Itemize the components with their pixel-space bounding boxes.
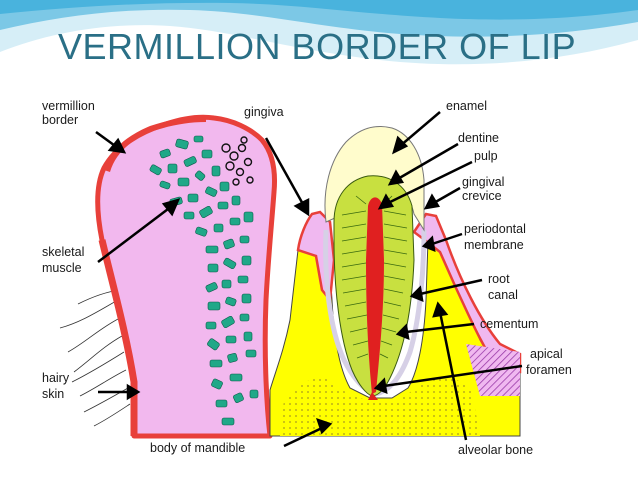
- label-apical-foramen-1: apical: [530, 347, 563, 361]
- label-enamel: enamel: [446, 99, 487, 113]
- label-gingival-crevice-1: gingival: [462, 175, 504, 189]
- label-skeletal-muscle-2: muscle: [42, 261, 82, 275]
- skeletal-muscle-fibres: [149, 135, 259, 426]
- label-skeletal-muscle-1: skeletal: [42, 245, 84, 259]
- label-periodontal-membrane-1: periodontal: [464, 222, 526, 236]
- slide-title: VERMILLION BORDER OF LIP: [58, 26, 577, 67]
- label-gingiva: gingiva: [244, 105, 284, 119]
- diagram-labels: vermillion border gingiva enamel dentine…: [42, 99, 572, 457]
- vermillion-border-shape: [104, 116, 206, 172]
- cancellous-bone: [280, 375, 480, 436]
- apical-foramen-shape: [368, 392, 378, 400]
- label-vermillion-border-2: border: [42, 113, 78, 127]
- label-body-of-mandible: body of mandible: [150, 441, 245, 455]
- leader-lines: [95, 111, 523, 448]
- label-hairy-skin-1: hairy: [42, 371, 70, 385]
- label-periodontal-membrane-2: membrane: [464, 238, 524, 252]
- label-pulp: pulp: [474, 149, 498, 163]
- gland-cluster: [221, 136, 254, 186]
- label-vermillion-border-1: vermillion: [42, 99, 95, 113]
- label-root-canal-1: root: [488, 272, 510, 286]
- header-wave: [0, 0, 638, 65]
- label-gingival-crevice-2: crevice: [462, 189, 502, 203]
- label-dentine: dentine: [458, 131, 499, 145]
- label-alveolar-bone: alveolar bone: [458, 443, 533, 457]
- label-apical-foramen-2: foramen: [526, 363, 572, 377]
- pulp-canal: [366, 197, 384, 394]
- label-root-canal-2: canal: [488, 288, 518, 302]
- label-cementum: cementum: [480, 317, 538, 331]
- dentinal-tubules: [341, 195, 408, 359]
- label-hairy-skin-2: skin: [42, 387, 64, 401]
